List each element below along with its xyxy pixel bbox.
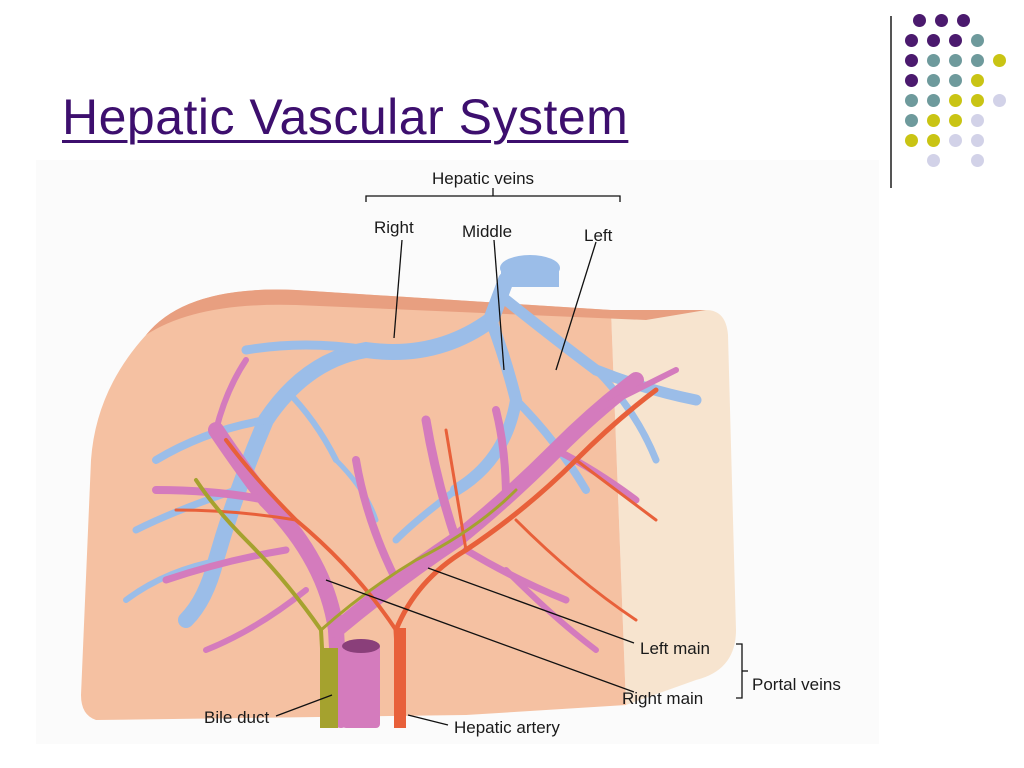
liver-top-edge bbox=[146, 289, 706, 335]
decorative-dot bbox=[971, 154, 984, 167]
bile-duct-tree bbox=[194, 478, 518, 722]
hepatic-artery-trunk bbox=[394, 628, 406, 728]
decorative-dot bbox=[905, 114, 918, 127]
decorative-dot bbox=[949, 134, 962, 147]
decorative-dot bbox=[913, 14, 926, 27]
vena-cava-body bbox=[501, 265, 559, 287]
decorative-dot bbox=[993, 54, 1006, 67]
decorative-dot bbox=[971, 34, 984, 47]
decorative-dot-grid bbox=[905, 14, 1015, 167]
liver-illustration: Hepatic veins Right Middle Left Left mai… bbox=[81, 169, 841, 737]
label-hepatic-veins: Hepatic veins bbox=[432, 169, 534, 188]
label-left: Left bbox=[584, 226, 613, 245]
liver-side-face bbox=[611, 310, 736, 705]
label-left-main: Left main bbox=[640, 639, 710, 658]
decorative-dot bbox=[905, 34, 918, 47]
decorative-dot bbox=[927, 114, 940, 127]
decorative-dot bbox=[905, 54, 918, 67]
decorative-dot bbox=[905, 94, 918, 107]
decorative-dot bbox=[935, 14, 948, 27]
decorative-dot bbox=[927, 34, 940, 47]
decorative-dot bbox=[905, 134, 918, 147]
label-middle: Middle bbox=[462, 222, 512, 241]
leader-lines bbox=[275, 188, 748, 726]
decorative-dot bbox=[949, 54, 962, 67]
label-bile-duct: Bile duct bbox=[204, 708, 269, 727]
slide-title: Hepatic Vascular System bbox=[62, 89, 629, 145]
decorative-dot bbox=[927, 94, 940, 107]
label-portal-veins: Portal veins bbox=[752, 675, 841, 694]
decorative-dot bbox=[927, 134, 940, 147]
portal-vein-trunk bbox=[342, 644, 380, 728]
decorative-dot bbox=[949, 34, 962, 47]
label-right-main: Right main bbox=[622, 689, 703, 708]
bile-duct-trunk bbox=[320, 648, 338, 728]
label-hepatic-artery: Hepatic artery bbox=[454, 718, 560, 737]
label-right: Right bbox=[374, 218, 414, 237]
decorative-dot bbox=[949, 114, 962, 127]
decorative-dot bbox=[971, 134, 984, 147]
decorative-dot bbox=[927, 54, 940, 67]
decorative-dot bbox=[927, 74, 940, 87]
decorative-dot bbox=[927, 154, 940, 167]
liver-front-face bbox=[81, 289, 626, 720]
decorative-dot bbox=[971, 74, 984, 87]
decorative-dot bbox=[949, 74, 962, 87]
liver-diagram: Hepatic veins Right Middle Left Left mai… bbox=[36, 160, 879, 744]
divider-line bbox=[890, 16, 892, 188]
decorative-dot bbox=[971, 114, 984, 127]
portal-vein-lumen bbox=[342, 639, 380, 653]
decorative-dot bbox=[949, 94, 962, 107]
decorative-dot bbox=[957, 14, 970, 27]
decorative-dot bbox=[993, 94, 1006, 107]
decorative-dot bbox=[971, 54, 984, 67]
decorative-dot bbox=[905, 74, 918, 87]
decorative-dot bbox=[971, 94, 984, 107]
portal-vein-tree bbox=[152, 357, 679, 728]
